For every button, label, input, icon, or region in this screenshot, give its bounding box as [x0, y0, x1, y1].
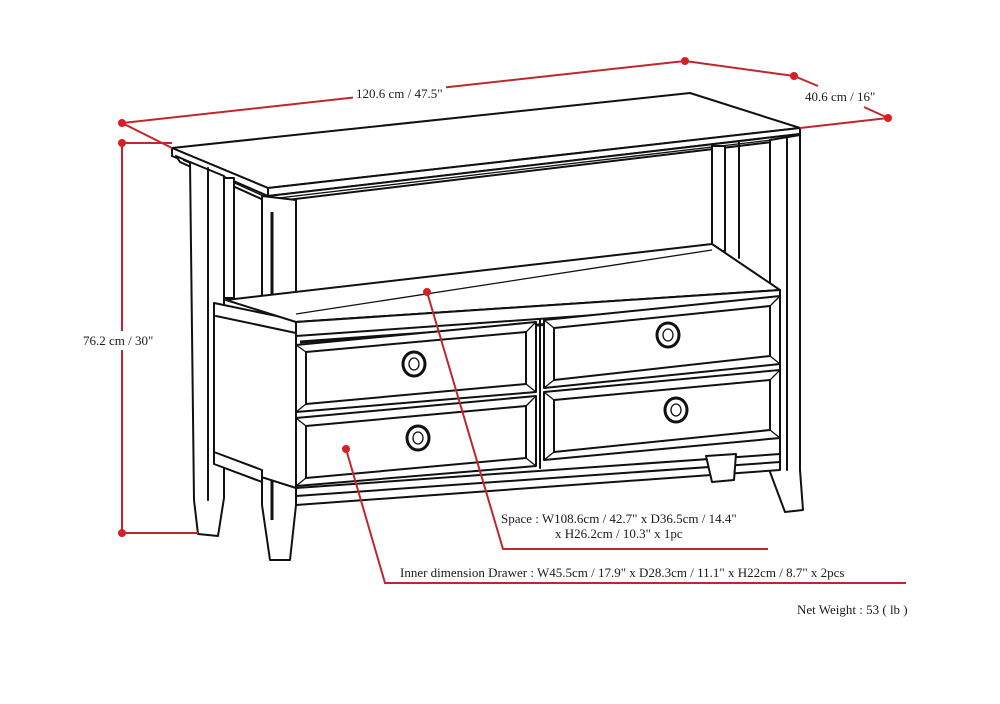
drawer-leader-line — [345, 448, 906, 584]
height-start-dot — [118, 139, 126, 147]
drawer-callout: Inner dimension Drawer : W45.5cm / 17.9"… — [400, 565, 845, 580]
left-stretcher — [213, 451, 263, 483]
height-end-dot — [118, 529, 126, 537]
table-drawing — [171, 92, 804, 561]
cabinet-bottom-rail — [295, 453, 781, 489]
depth-line-a — [793, 75, 819, 87]
drawer-top-right[interactable] — [543, 295, 781, 389]
depth-line-b — [863, 106, 889, 119]
width-start-dot — [118, 119, 126, 127]
depth-dimension-label: 40.6 cm / 16" — [802, 89, 879, 104]
right-front-foot — [705, 453, 737, 483]
drawer-knob-icon[interactable] — [663, 396, 689, 424]
moulding-line — [269, 136, 798, 200]
drawer-bottom-left[interactable] — [295, 395, 537, 487]
space-callout-line1: Space : W108.6cm / 42.7" x D36.5cm / 14.… — [501, 511, 737, 526]
depth-extension-bottom — [799, 117, 889, 129]
shelf-back-line — [295, 249, 713, 315]
width-dimension-label: 120.6 cm / 47.5" — [353, 86, 446, 101]
back-left-leg — [223, 177, 235, 299]
cabinet-bottom-rail-2 — [295, 461, 781, 497]
depth-start-dot — [790, 72, 798, 80]
drawer-knob-icon[interactable] — [655, 321, 681, 349]
back-right-leg — [711, 145, 726, 252]
drawer-knob-icon[interactable] — [405, 424, 431, 452]
depth-extension-top — [684, 60, 795, 77]
height-dimension-label: 76.2 cm / 30" — [81, 331, 156, 350]
space-leader-line — [426, 291, 768, 550]
left-panel-edge — [215, 315, 297, 334]
space-callout: Space : W108.6cm / 42.7" x D36.5cm / 14.… — [501, 511, 737, 541]
net-weight-label: Net Weight : 53 ( lb ) — [797, 602, 908, 617]
depth-end-dot — [884, 114, 892, 122]
drawer-top-left[interactable] — [295, 321, 537, 413]
space-callout-line2: x H26.2cm / 10.3" x 1pc — [554, 526, 683, 541]
drawer-bottom-right[interactable] — [543, 369, 781, 461]
drawer-anchor-dot — [342, 445, 350, 453]
drawer-knob-icon[interactable] — [401, 350, 427, 378]
space-anchor-dot — [423, 288, 431, 296]
width-extension-line — [121, 122, 173, 149]
